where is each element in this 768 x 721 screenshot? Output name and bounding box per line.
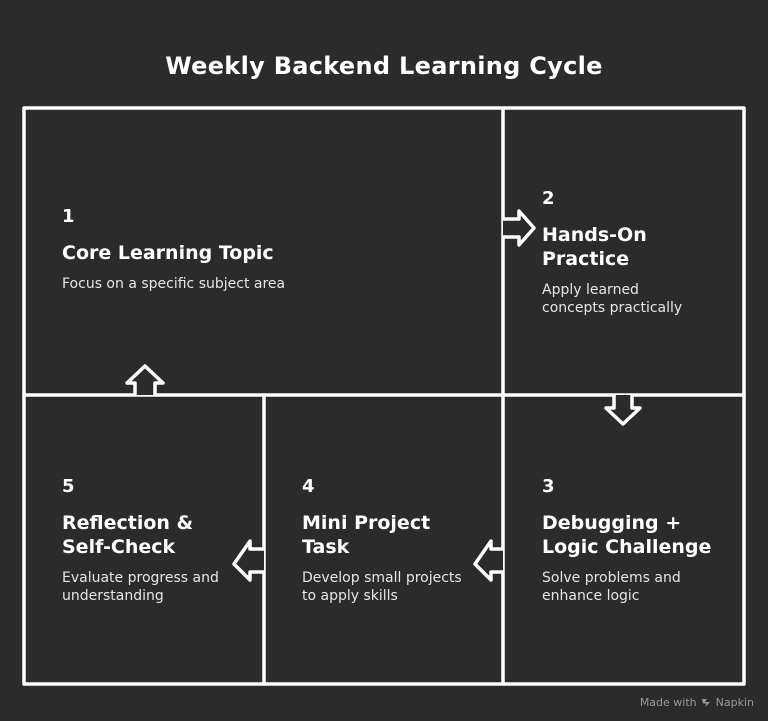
step-description: Develop small projects to apply skills [302,570,462,604]
made-with-napkin-badge[interactable]: Made with Napkin [640,696,754,709]
step-number: 2 [542,188,555,209]
step-description: Solve problems and enhance logic [542,570,681,604]
step-heading: Reflection & Self-Check [62,512,194,558]
arrow-left-icon [232,539,264,582]
step-number: 5 [62,476,75,497]
step-5: 5 Reflection & Self-Check Evaluate progr… [62,476,258,605]
step-heading: Core Learning Topic [62,242,274,264]
step-number: 1 [62,206,75,227]
step-description: Apply learned concepts practically [542,282,683,316]
step-description: Focus on a specific subject area [62,276,286,292]
made-with-label: Made with [639,696,697,709]
napkin-brand-label: Napkin [715,696,754,709]
step-number: 4 [302,476,315,497]
arrow-up-icon [125,364,165,395]
step-number: 3 [542,476,555,497]
step-description: Evaluate progress and understanding [62,570,219,604]
step-4: 4 Mini Project Task Develop small projec… [302,476,498,605]
arrow-down-icon [604,395,642,426]
step-3: 3 Debugging + Logic Challenge Solve prob… [542,476,740,605]
diagram-title: Weekly Backend Learning Cycle [165,52,603,80]
step-heading: Mini Project Task [302,512,431,558]
step-1: 1 Core Learning Topic Focus on a specifi… [62,206,482,293]
step-heading: Hands-On Practice [542,224,647,270]
arrow-right-icon [503,209,536,247]
step-2: 2 Hands-On Practice Apply learned concep… [542,188,737,317]
arrow-left-icon [473,539,503,582]
napkin-logo-icon [701,699,710,707]
step-heading: Debugging + Logic Challenge [542,512,712,558]
